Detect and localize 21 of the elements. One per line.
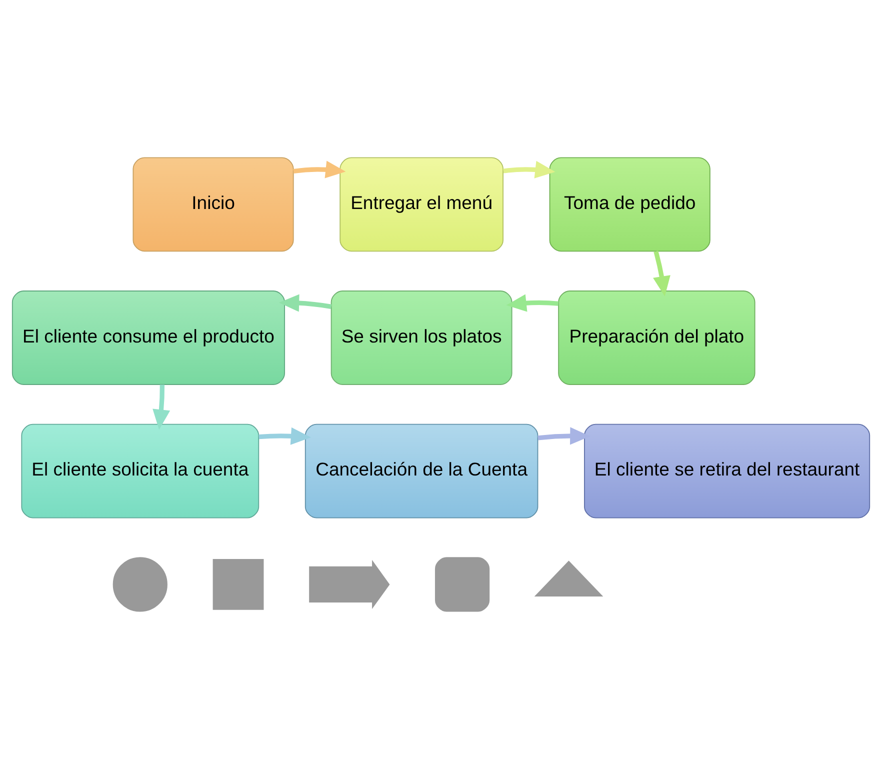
arrow	[653, 250, 670, 296]
node-box: Se sirven los platos	[330, 290, 512, 385]
arrow	[278, 294, 332, 312]
node-box: Toma de pedido	[549, 157, 710, 252]
node-box: Inicio	[132, 157, 294, 252]
node-box: Preparación del plato	[558, 290, 756, 385]
node-box: Cancelación de la Cuenta	[304, 424, 538, 518]
node-circle	[112, 557, 168, 612]
node-arrow	[309, 560, 390, 610]
node-box: El cliente consume el producto	[12, 290, 286, 385]
node-box: Entregar el menú	[340, 157, 504, 252]
arrow	[506, 294, 559, 312]
arrow	[503, 160, 556, 178]
node-triangle	[534, 560, 604, 596]
arrow	[258, 427, 312, 445]
node-box	[212, 559, 264, 610]
node-delay	[434, 557, 490, 612]
node-box: El cliente solicita la cuenta	[21, 424, 260, 518]
arrow	[152, 384, 170, 430]
arrow	[293, 160, 346, 178]
node-box: El cliente se retira del restaurant	[584, 424, 870, 518]
